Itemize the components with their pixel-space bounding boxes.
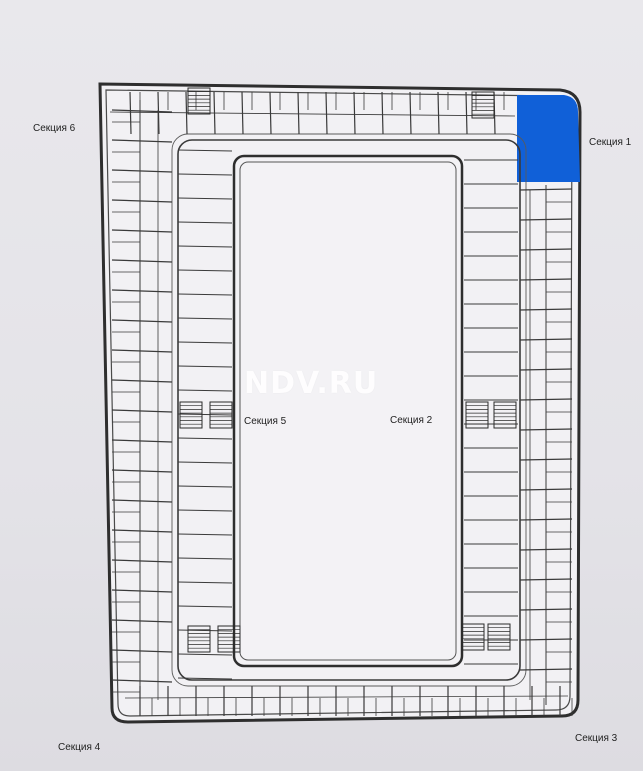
wall-segment: [177, 581, 233, 584]
wall-segment: [177, 653, 233, 656]
section-2-label: Секция 2: [390, 415, 433, 426]
wall-segment: [111, 619, 173, 623]
section-6-label: Секция 6: [33, 123, 76, 134]
wall-segment: [111, 319, 173, 323]
section-5-label: Секция 5: [244, 416, 287, 427]
section-1-label: Секция 1: [589, 137, 632, 148]
wall-segment: [297, 91, 300, 135]
wall-segment: [177, 293, 233, 296]
wall-segment: [177, 437, 233, 440]
wall-segment: [437, 91, 440, 135]
wall-segment: [177, 533, 233, 536]
stair-core: [187, 87, 211, 115]
wall-segment: [111, 109, 173, 113]
wall-segment: [465, 91, 468, 135]
wall-segment: [177, 245, 233, 248]
wall-segment: [111, 439, 173, 443]
section-4-label: Секция 4: [58, 742, 101, 753]
wall-segment: [177, 629, 233, 632]
stair-core: [493, 401, 517, 429]
wall-segment: [269, 91, 272, 135]
stair-core: [461, 623, 485, 651]
wall-segment: [111, 469, 173, 473]
wall-segment: [111, 349, 173, 353]
wall-segment: [111, 139, 173, 143]
stair-core: [209, 401, 233, 429]
wall-segment: [111, 559, 173, 563]
section-1-highlight: [517, 95, 580, 182]
wall-segment: [177, 413, 233, 416]
wall-segment: [177, 149, 233, 152]
wall-segment: [177, 485, 233, 488]
wall-segment: [111, 529, 173, 533]
wall-segment: [111, 649, 173, 653]
wall-segment: [177, 509, 233, 512]
wall-segment: [353, 91, 356, 135]
wall-segment: [177, 389, 233, 392]
wall-segment: [111, 229, 173, 233]
wall-segment: [177, 605, 233, 608]
wall-segment: [109, 111, 516, 117]
stair-core: [471, 91, 495, 119]
wall-segment: [177, 365, 233, 368]
wall-segment: [111, 499, 173, 503]
wall-segment: [157, 91, 160, 135]
wall-segment: [129, 91, 132, 135]
wall-segment: [177, 677, 233, 680]
wall-segment: [124, 695, 569, 699]
stair-core: [179, 401, 203, 429]
courtyard: [232, 154, 464, 668]
stair-core: [187, 625, 211, 653]
wall-segment: [111, 289, 173, 293]
wall-segment: [111, 169, 173, 173]
wall-segment: [111, 199, 173, 203]
wall-segment: [177, 197, 233, 200]
wall-segment: [111, 679, 173, 683]
wall-segment: [409, 91, 412, 135]
wall-segment: [177, 173, 233, 176]
stair-core: [487, 623, 511, 651]
wall-segment: [111, 409, 173, 413]
wall-segment: [111, 259, 173, 263]
wall-segment: [325, 91, 328, 135]
wall-segment: [111, 379, 173, 383]
stair-core: [465, 401, 489, 429]
wall-segment: [177, 341, 233, 344]
wall-segment: [177, 461, 233, 464]
wall-segment: [111, 589, 173, 593]
stair-core: [217, 625, 241, 653]
wall-segment: [177, 557, 233, 560]
wall-segment: [177, 269, 233, 272]
wall-segment: [177, 221, 233, 224]
watermark: NDV.RU: [244, 366, 379, 401]
section-3-label: Секция 3: [575, 733, 618, 744]
wall-segment: [177, 317, 233, 320]
wall-segment: [381, 91, 384, 135]
